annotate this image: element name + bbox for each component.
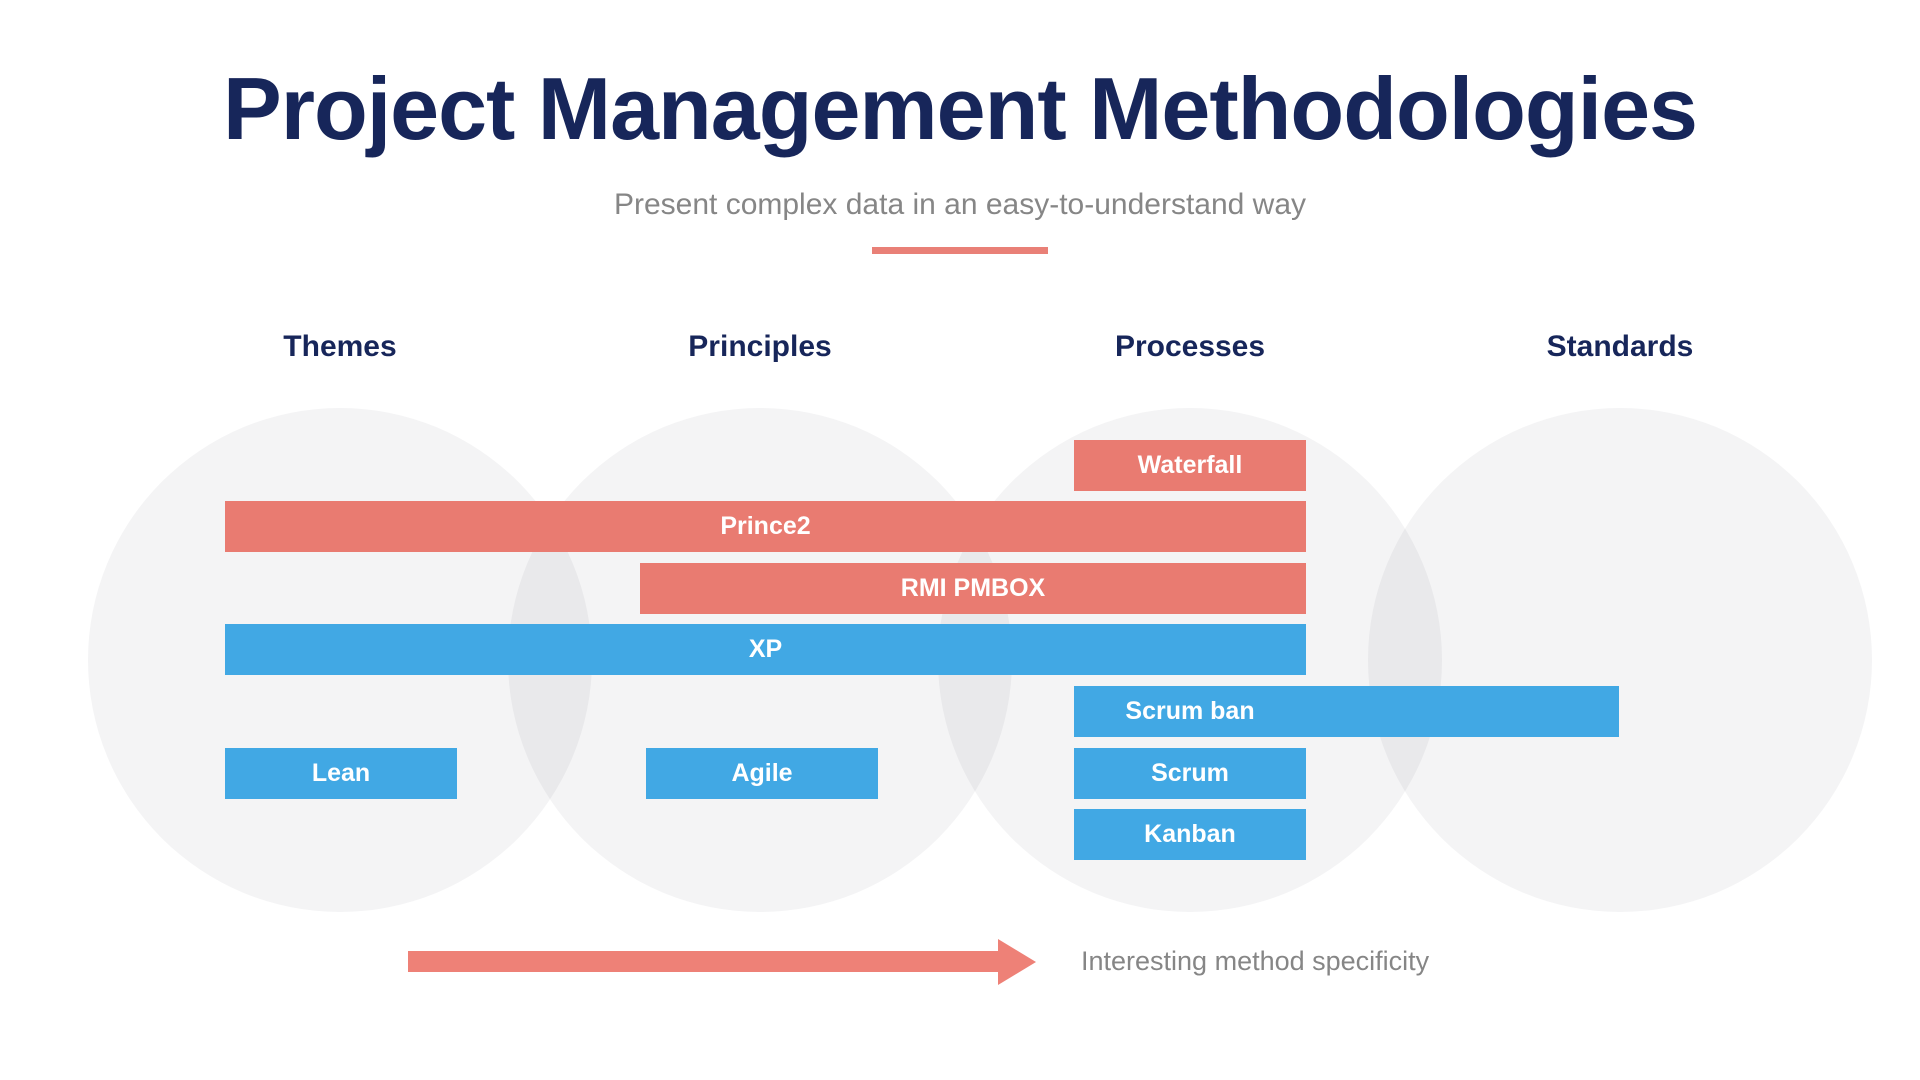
- column-header-processes: Processes: [1114, 330, 1266, 363]
- page-subtitle: Present complex data in an easy-to-under…: [613, 188, 1307, 221]
- bar-kanban: Kanban: [1074, 809, 1306, 860]
- bar-prince2: Prince2: [225, 501, 1306, 552]
- bar-waterfall: Waterfall: [1074, 440, 1306, 491]
- bar-scrum: Scrum: [1074, 748, 1306, 799]
- specificity-arrow-label: Interesting method specificity: [1081, 946, 1430, 976]
- bar-scrum-ban-label: Scrum ban: [1125, 697, 1255, 725]
- bar-scrum-ban: Scrum ban: [1074, 686, 1619, 737]
- column-header-principles: Principles: [688, 330, 832, 363]
- specificity-arrow-head-icon: [998, 939, 1036, 985]
- page-title: Project Management Methodologies: [223, 59, 1698, 158]
- title-underline-divider: [872, 247, 1048, 254]
- column-header-standards: Standards: [1546, 330, 1694, 363]
- specificity-arrow-shaft: [408, 951, 1000, 972]
- column-header-themes: Themes: [283, 330, 397, 363]
- bar-xp: XP: [225, 624, 1306, 675]
- bar-agile: Agile: [646, 748, 878, 799]
- bar-rmi-pmbox: RMI PMBOX: [640, 563, 1306, 614]
- bar-lean: Lean: [225, 748, 457, 799]
- venn-circle-standards: [1368, 408, 1872, 912]
